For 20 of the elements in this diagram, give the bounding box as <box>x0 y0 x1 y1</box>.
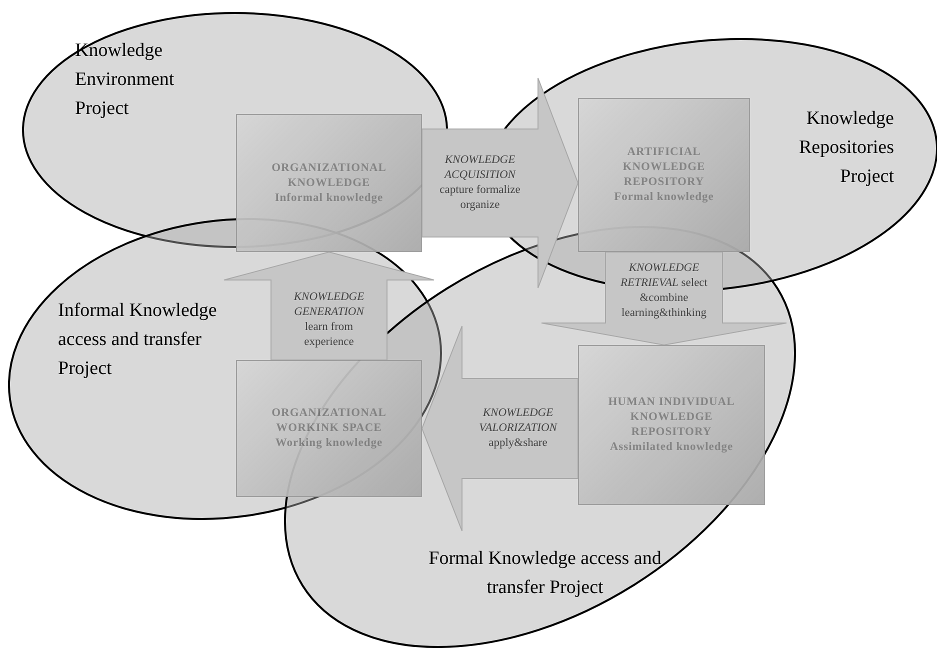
edge-label: KNOWLEDGE VALORIZATION apply&share <box>478 406 558 451</box>
edge-label: KNOWLEDGE GENERATION learn from experience <box>292 290 366 350</box>
project-title: Knowledge Environment Project <box>75 39 176 121</box>
box-title: ORGANIZATIONAL KNOWLEDGE <box>270 160 388 190</box>
block-arrow <box>421 326 578 532</box>
edge-label: KNOWLEDGE RETRIEVAL select &combine learning&thinking <box>620 260 708 320</box>
box-subtitle: Informal knowledge <box>274 190 384 206</box>
project-title: Informal Knowledge access and transfer Project <box>58 299 218 381</box>
edge-label: KNOWLEDGE ACQUISITION capture formalize organize <box>439 153 521 213</box>
box-subtitle: Formal knowledge <box>614 190 714 205</box>
box-title: ARTIFICIAL KNOWLEDGE REPOSITORY <box>622 145 706 190</box>
box-title: HUMAN INDIVIDUAL KNOWLEDGE REPOSITORY <box>607 395 736 440</box>
project-title: Knowledge Repositories Project <box>798 107 894 189</box>
box-subtitle: Assimilated knowledge <box>610 440 734 455</box>
box-title: ORGANIZATIONAL WORKINK SPACE <box>270 406 388 436</box>
box-subtitle: Working knowledge <box>275 436 383 451</box>
project-title: Formal Knowledge access and transfer Project <box>428 547 662 600</box>
block-arrow <box>224 251 434 360</box>
block-arrow <box>541 252 787 346</box>
block-arrow <box>422 78 579 288</box>
